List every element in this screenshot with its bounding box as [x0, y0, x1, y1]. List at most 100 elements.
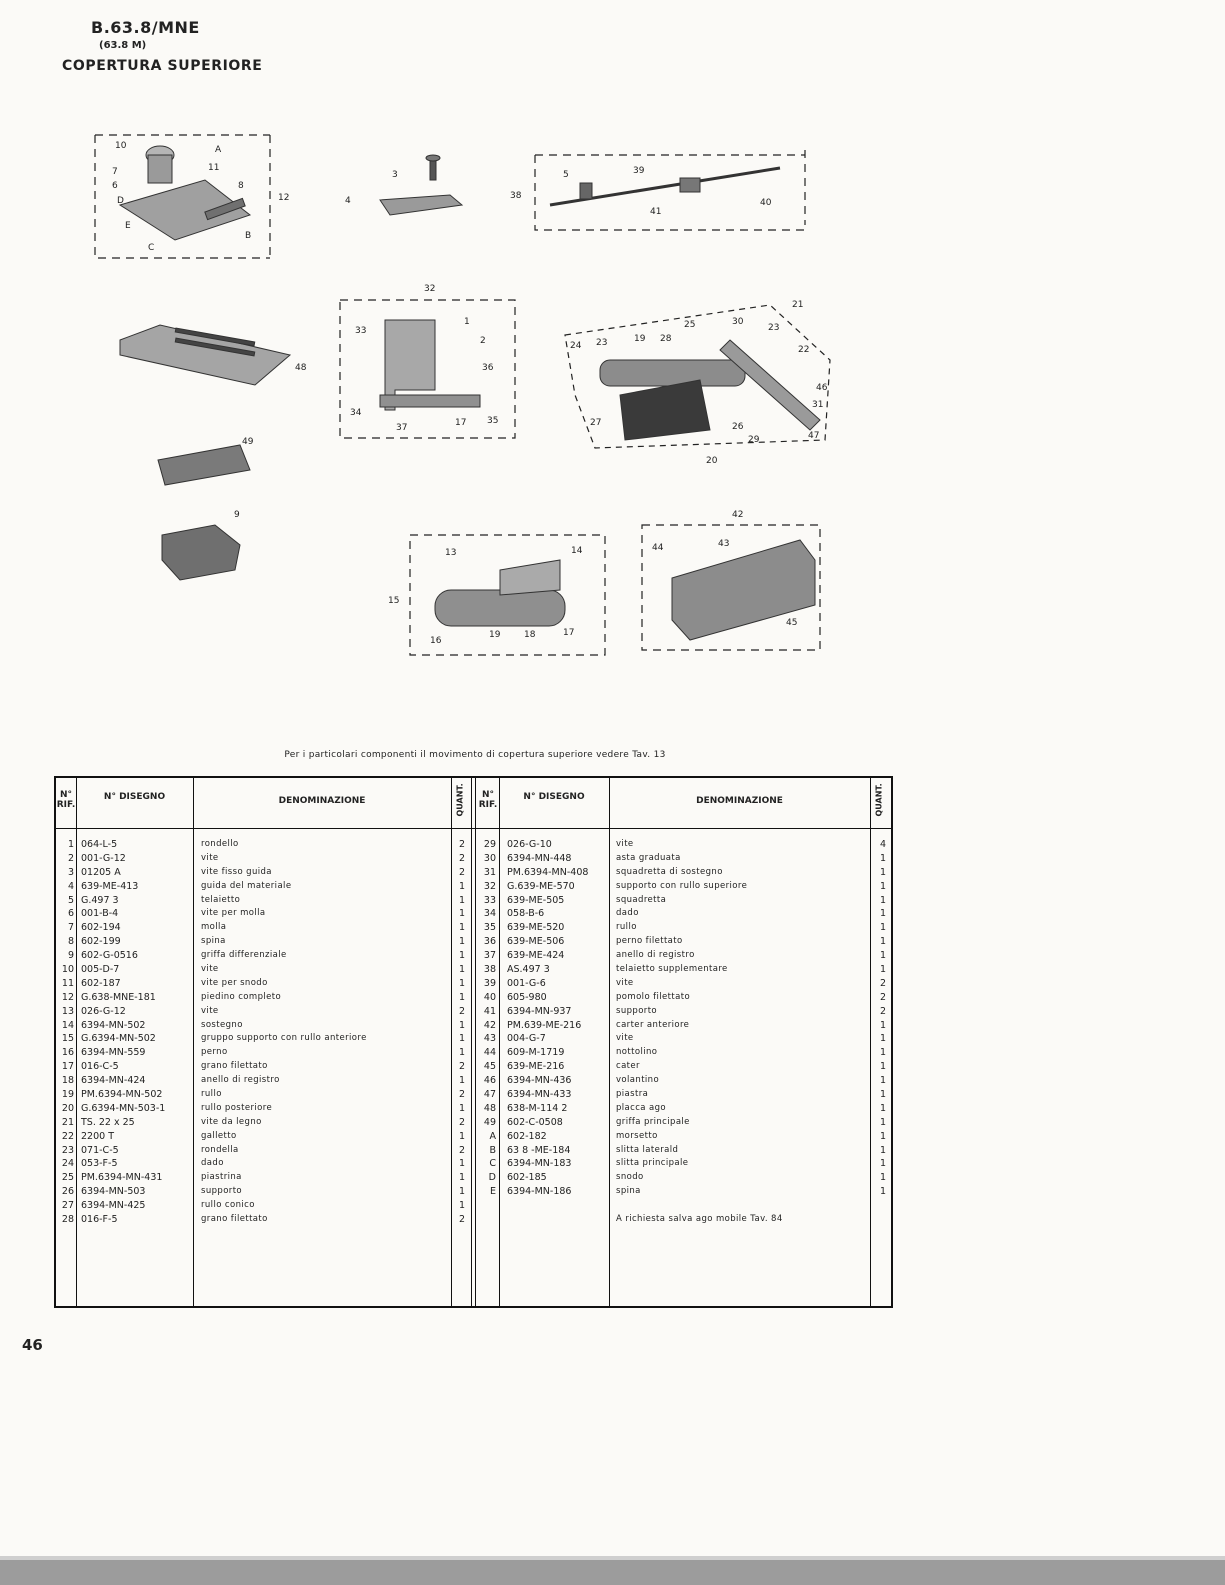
cell-rif: 43 [483, 1033, 496, 1045]
cell-rif: A [489, 1130, 497, 1142]
cell-denominazione: slitta principale [616, 1158, 689, 1169]
header-quant: QUANT. [455, 783, 465, 817]
svg-text:2: 2 [480, 336, 486, 346]
cell-disegno: PM.639-ME-216 [507, 1019, 582, 1031]
cell-quant [870, 1199, 886, 1213]
svg-text:47: 47 [808, 431, 819, 441]
cell-denominazione: cater [616, 1061, 640, 1072]
svg-text:35: 35 [487, 416, 498, 426]
cell-rif: 18 [61, 1075, 74, 1087]
cell-denominazione: rullo [616, 922, 637, 933]
cell-disegno: 602-182 [507, 1130, 547, 1142]
svg-text:25: 25 [684, 320, 695, 330]
cell-quant: 1 [458, 977, 465, 989]
svg-text:26: 26 [732, 422, 744, 432]
cell-denominazione: morsetto [616, 1130, 658, 1141]
svg-text:41: 41 [650, 207, 661, 217]
svg-text:17: 17 [455, 418, 466, 428]
cell-rif: 42 [483, 1019, 496, 1031]
cell-denominazione: pomolo filettato [616, 991, 691, 1002]
cell-disegno: PM.6394-MN-408 [507, 866, 589, 878]
cell-denominazione: dado [201, 1158, 224, 1169]
cell-disegno: 004-G-7 [507, 1033, 546, 1045]
cell-disegno: 602-187 [81, 977, 121, 989]
cell-rif: 5 [67, 894, 74, 906]
cell-denominazione: griffa principale [616, 1116, 690, 1127]
header-denominazione: DENOMINAZIONE [278, 796, 366, 806]
cell-disegno: 602-199 [81, 936, 121, 948]
cell-disegno: 639-ME-505 [507, 894, 565, 906]
cell-denominazione: piastra [616, 1089, 649, 1100]
cell-rif: 37 [483, 950, 496, 962]
svg-text:B: B [245, 231, 251, 241]
cell-rif: 24 [61, 1158, 74, 1170]
cell-quant: 1 [458, 1130, 465, 1142]
svg-text:C: C [148, 243, 154, 253]
cell-denominazione: vite [616, 977, 634, 988]
svg-text:19: 19 [489, 630, 501, 640]
cell-rif: 17 [61, 1061, 74, 1073]
svg-text:34: 34 [350, 408, 362, 418]
col-line [870, 778, 871, 1306]
svg-text:20: 20 [706, 456, 718, 466]
svg-text:4: 4 [345, 196, 351, 206]
cell-denominazione: spina [616, 1186, 641, 1197]
cell-disegno: 639-ME-520 [507, 922, 565, 934]
cell-rif: 20 [61, 1102, 74, 1114]
cell-quant: 2 [458, 1214, 465, 1226]
svg-text:37: 37 [396, 423, 407, 433]
svg-text:12: 12 [278, 193, 289, 203]
col-line [451, 778, 452, 1306]
svg-text:32: 32 [424, 284, 435, 294]
svg-text:8: 8 [238, 181, 244, 191]
cell-rif: 38 [483, 964, 496, 976]
cell-quant: 1 [458, 1033, 465, 1045]
cell-disegno: 001-B-4 [81, 908, 119, 920]
cell-quant: 1 [458, 908, 465, 920]
scan-edge [0, 1556, 1225, 1560]
cell-denominazione: slitta laterald [616, 1144, 679, 1155]
cell-rif: 14 [61, 1019, 74, 1031]
cell-denominazione: vite fisso guida [201, 866, 272, 877]
cell-quant: 2 [458, 1144, 465, 1156]
svg-text:14: 14 [571, 546, 583, 556]
cell-quant: 1 [879, 1158, 886, 1170]
cell-denominazione: placca ago [616, 1102, 667, 1113]
cell-quant: 1 [879, 922, 886, 934]
cell-rif: 44 [483, 1047, 496, 1059]
svg-text:43: 43 [718, 539, 729, 549]
svg-text:16: 16 [430, 636, 442, 646]
cell-quant: 1 [879, 1075, 886, 1087]
cell-rif: 19 [61, 1089, 74, 1101]
cell-disegno: PM.6394-MN-502 [81, 1089, 163, 1101]
cell-quant: 1 [458, 880, 465, 892]
svg-text:18: 18 [524, 630, 536, 640]
cell-rif: 33 [483, 894, 496, 906]
cell-denominazione: A richiesta salva ago mobile Tav. 84 [616, 1214, 783, 1225]
cell-rif: C [489, 1158, 496, 1170]
svg-text:11: 11 [208, 163, 219, 173]
cell-quant: 1 [879, 1130, 886, 1142]
svg-text:39: 39 [633, 166, 645, 176]
svg-text:10: 10 [115, 141, 127, 151]
header-quant-right: QUANT. [874, 783, 884, 817]
cell-quant: 1 [458, 1200, 465, 1212]
cell-rif: 31 [483, 866, 496, 878]
cell-denominazione: volantino [616, 1075, 660, 1086]
cell-denominazione: anello di registro [201, 1075, 280, 1086]
cell-rif [477, 1213, 496, 1227]
svg-text:24: 24 [570, 341, 582, 351]
cell-disegno: 602-194 [81, 922, 121, 934]
svg-text:36: 36 [482, 363, 494, 373]
cell-rif: 4 [67, 880, 74, 892]
document-code: B.63.8/MNE [91, 18, 200, 37]
svg-text:31: 31 [812, 400, 823, 410]
cell-denominazione: telaietto supplementare [616, 964, 728, 975]
cell-rif [477, 1199, 496, 1213]
cell-quant: 1 [458, 964, 465, 976]
svg-text:40: 40 [760, 198, 772, 208]
cell-rif: 29 [483, 839, 496, 850]
cell-disegno: 053-F-5 [81, 1158, 118, 1170]
cell-rif: 41 [483, 1005, 496, 1017]
